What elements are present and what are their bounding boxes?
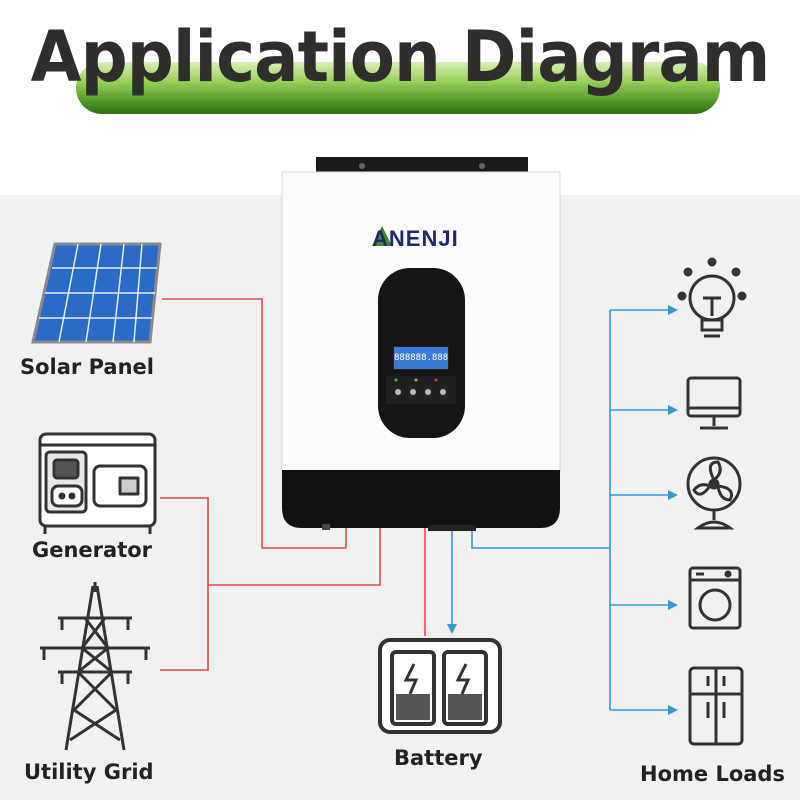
inverter-brand-logo: ANENJI: [372, 226, 459, 251]
title-underline-bar: [76, 62, 720, 114]
page-title: Application Diagram: [30, 16, 771, 98]
battery-icon: [378, 638, 502, 734]
ac-input-line: [208, 522, 381, 586]
monitor-icon: [686, 376, 742, 430]
battery-label: Battery: [394, 746, 483, 770]
input-lines: [160, 298, 426, 671]
ac-output-line: [471, 527, 610, 549]
solar-line: [162, 298, 347, 549]
transmission-tower-icon: [40, 582, 150, 751]
utility-grid-label: Utility Grid: [24, 760, 154, 784]
inverter-lcd-display: 888888.8887: [393, 346, 449, 370]
solar-panel-icon: [31, 242, 162, 344]
load-branch-lines: [610, 309, 672, 711]
refrigerator-icon: [688, 666, 744, 746]
generator-label: Generator: [32, 538, 153, 562]
light-bulb-icon: [677, 257, 747, 338]
output-lines: [447, 305, 678, 715]
home-loads-label: Home Loads: [640, 762, 785, 786]
inverter-unit: [281, 157, 561, 531]
fan-icon: [686, 456, 742, 530]
generator-icon: [38, 432, 157, 534]
solar-panel-label: Solar Panel: [20, 355, 154, 379]
washing-machine-icon: [688, 566, 742, 630]
grid-generator-line: [160, 497, 209, 671]
